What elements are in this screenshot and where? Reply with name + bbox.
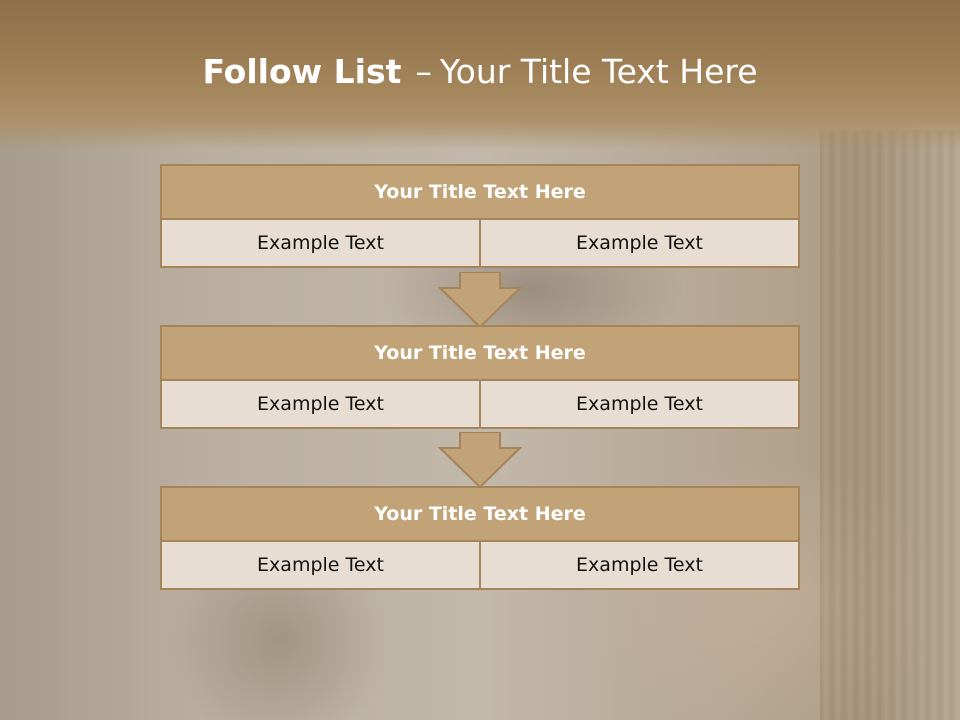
- title-band: [0, 0, 960, 150]
- block-title: Your Title Text Here: [160, 325, 800, 381]
- block-cell-left: Example Text: [257, 554, 384, 576]
- list-block-1: Your Title Text Here Example Text Exampl…: [160, 164, 800, 268]
- background-wood-texture: [820, 130, 960, 720]
- block-row: Example Text Example Text: [160, 220, 800, 268]
- block-cell-right: Example Text: [479, 220, 798, 266]
- block-cell-right: Example Text: [479, 381, 798, 427]
- list-block-3: Your Title Text Here Example Text Exampl…: [160, 486, 800, 590]
- block-cell-left: Example Text: [257, 393, 384, 415]
- block-title: Your Title Text Here: [160, 164, 800, 220]
- block-cell-right: Example Text: [479, 542, 798, 588]
- block-row: Example Text Example Text: [160, 381, 800, 429]
- block-cell-left: Example Text: [257, 232, 384, 254]
- slide-title: Follow List–Your Title Text Here: [0, 52, 960, 91]
- slide-title-rest: Your Title Text Here: [439, 52, 758, 91]
- block-title: Your Title Text Here: [160, 486, 800, 542]
- slide-title-bold: Follow List: [202, 52, 402, 91]
- slide-title-separator: –: [415, 52, 432, 91]
- list-block-2: Your Title Text Here Example Text Exampl…: [160, 325, 800, 429]
- down-arrow-icon: [438, 432, 522, 488]
- down-arrow-icon: [438, 272, 522, 328]
- block-row: Example Text Example Text: [160, 542, 800, 590]
